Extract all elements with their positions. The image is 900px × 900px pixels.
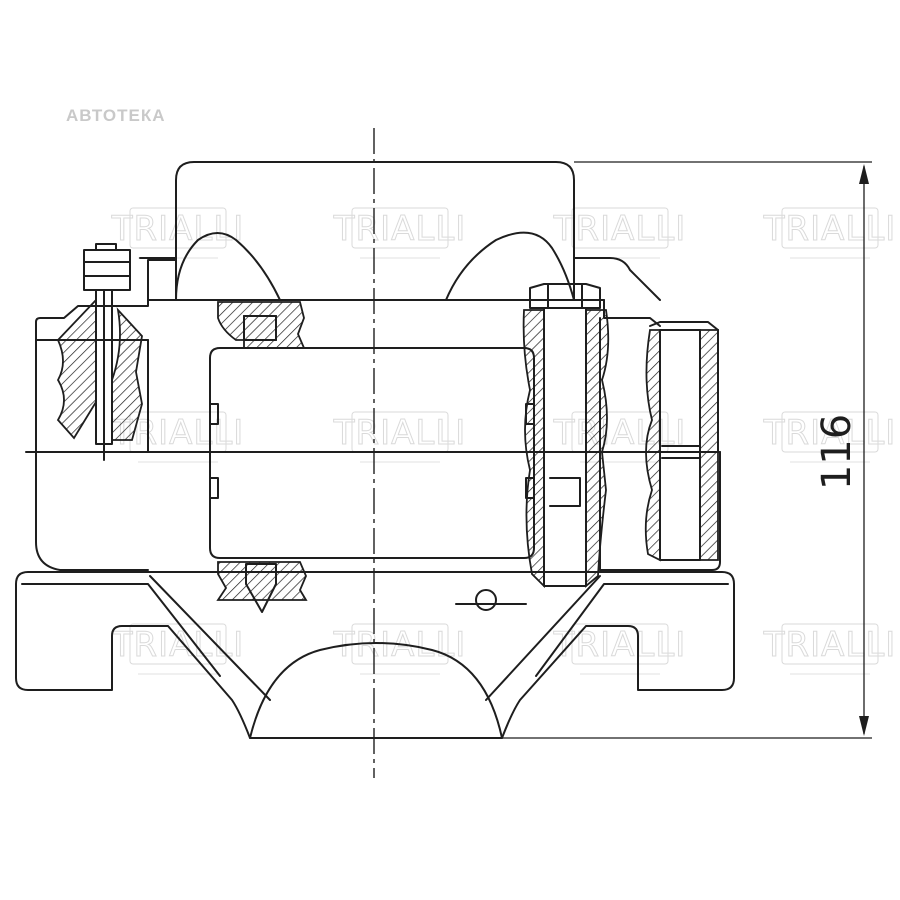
bleeder-valve — [56, 243, 143, 461]
trialli-logo: TRIALLI — [552, 207, 687, 259]
caliper-top-bridge — [139, 161, 661, 301]
svg-text:TRIALLI: TRIALLI — [333, 209, 467, 249]
trialli-logo: TRIALLI — [552, 411, 686, 463]
autoteka-watermark: АВТОТЕКА — [66, 106, 166, 125]
svg-text:TRIALLI: TRIALLI — [763, 625, 897, 665]
caliper-mounting-bracket — [15, 571, 735, 739]
guide-bolt — [522, 283, 610, 589]
trialli-logo: TRIALLI — [332, 207, 467, 259]
svg-text:TRIALLI: TRIALLI — [333, 413, 467, 453]
trialli-logo: TRIALLI — [332, 411, 467, 463]
trialli-logo: TRIALLI — [332, 623, 466, 675]
svg-text:TRIALLI: TRIALLI — [763, 413, 897, 453]
svg-text:TRIALLI: TRIALLI — [553, 209, 687, 249]
trialli-logo: TRIALLI — [110, 623, 245, 675]
svg-text:TRIALLI: TRIALLI — [111, 625, 245, 665]
trialli-logo: TRIALLI — [762, 207, 897, 259]
svg-text:TRIALLI: TRIALLI — [111, 209, 245, 249]
trialli-logo: TRIALLI — [762, 623, 897, 675]
svg-text:TRIALLI: TRIALLI — [763, 209, 897, 249]
trialli-logo: TRIALLI — [552, 623, 687, 675]
trialli-logo: TRIALLI — [762, 411, 897, 463]
dimension-value-116: 116 — [814, 414, 860, 490]
piston-section — [209, 301, 535, 613]
height-dimension: 116 — [502, 161, 872, 739]
svg-text:TRIALLI: TRIALLI — [553, 625, 687, 665]
guide-pin — [644, 321, 719, 562]
